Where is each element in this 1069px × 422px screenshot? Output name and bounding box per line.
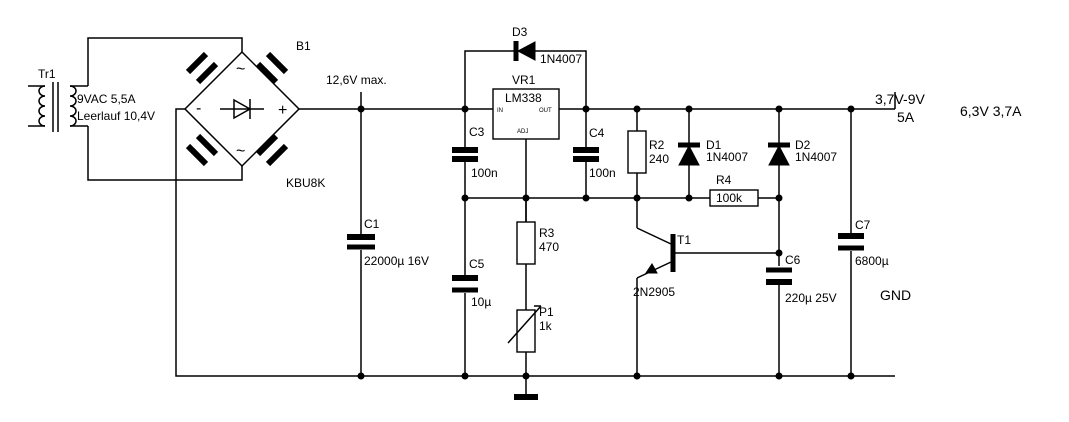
d2-name: D2 <box>795 138 811 152</box>
c7-name: C7 <box>855 218 871 232</box>
d3-type: 1N4007 <box>540 52 582 66</box>
p1-value: 1k <box>539 319 553 333</box>
r3-name: R3 <box>539 226 555 240</box>
tr1-noload: Leerlauf 10,4V <box>77 109 155 123</box>
bridge-rectifier-b1: - + ~ ~ B1 KBU8K <box>183 39 325 190</box>
c1-value: 22000µ 16V <box>364 254 429 268</box>
resistor-r4: R4 100k <box>709 173 759 207</box>
c6-value: 220µ 25V <box>785 291 837 305</box>
c7-value: 6800µ <box>855 254 889 268</box>
diode-d1: D1 1N4007 <box>678 109 748 198</box>
c4-value: 100n <box>589 166 616 180</box>
resistor-r3: R3 470 <box>516 198 559 310</box>
c4-name: C4 <box>589 126 605 140</box>
r2-name: R2 <box>649 138 665 152</box>
bridge-minus: - <box>196 100 201 117</box>
d3-name: D3 <box>512 25 528 39</box>
vr1-pin-adj: ADJ <box>517 129 528 135</box>
input-voltage: 12,6V max. <box>326 73 387 87</box>
b1-name: B1 <box>296 39 311 53</box>
output-alt-rating: 6,3V 3,7A <box>960 103 1022 119</box>
b1-type: KBU8K <box>286 176 325 190</box>
capacitor-c3: C3 100n <box>452 109 498 198</box>
bridge-ac1: ~ <box>236 61 245 78</box>
p1-name: P1 <box>539 305 554 319</box>
vr1-type: LM338 <box>505 91 542 105</box>
c1-name: C1 <box>364 217 380 231</box>
capacitor-c6: C6 220µ 25V <box>766 253 837 376</box>
c3-name: C3 <box>469 125 485 139</box>
r4-value: 100k <box>716 191 743 205</box>
c3-value: 100n <box>471 166 498 180</box>
c5-name: C5 <box>469 257 485 271</box>
potentiometer-p1: P1 1k <box>507 305 554 394</box>
capacitor-c4: C4 100n <box>573 109 616 198</box>
regulator-vr1: VR1 LM338 IN OUT ADJ <box>492 73 560 222</box>
transistor-t1: T1 2N2905 <box>633 227 779 376</box>
bridge-ac2: ~ <box>236 143 245 160</box>
c6-name: C6 <box>785 253 801 267</box>
capacitor-c1: C1 22000µ 16V <box>347 109 429 376</box>
d2-type: 1N4007 <box>795 150 837 164</box>
diode-d3: D3 1N4007 <box>508 25 582 66</box>
d1-name: D1 <box>706 138 722 152</box>
c5-value: 10µ <box>471 295 491 309</box>
output-voltage: 3,7V-9V <box>875 91 925 107</box>
r4-name: R4 <box>716 173 732 187</box>
t1-type: 2N2905 <box>633 285 675 299</box>
r3-value: 470 <box>539 240 559 254</box>
output-current: 5A <box>897 109 915 125</box>
vr1-name: VR1 <box>512 73 536 87</box>
tr1-name: Tr1 <box>38 67 56 81</box>
diode-d2: D2 1N4007 <box>768 109 837 266</box>
junctions <box>357 105 855 380</box>
bridge-plus: + <box>278 102 287 119</box>
d1-type: 1N4007 <box>706 150 748 164</box>
resistor-r2: R2 240 <box>627 109 669 228</box>
capacitor-c7: C7 6800µ <box>838 109 889 376</box>
tr1-rating: 9VAC 5,5A <box>77 92 135 106</box>
capacitor-c5: C5 10µ <box>452 198 491 376</box>
t1-name: T1 <box>677 233 691 247</box>
r2-value: 240 <box>649 152 669 166</box>
gnd-label: GND <box>880 287 911 303</box>
vr1-pin-in: IN <box>497 108 503 114</box>
transformer-tr1: Tr1 9VAC 5,5A Leerlauf 10,4V <box>28 67 155 132</box>
vr1-pin-out: OUT <box>539 108 552 114</box>
